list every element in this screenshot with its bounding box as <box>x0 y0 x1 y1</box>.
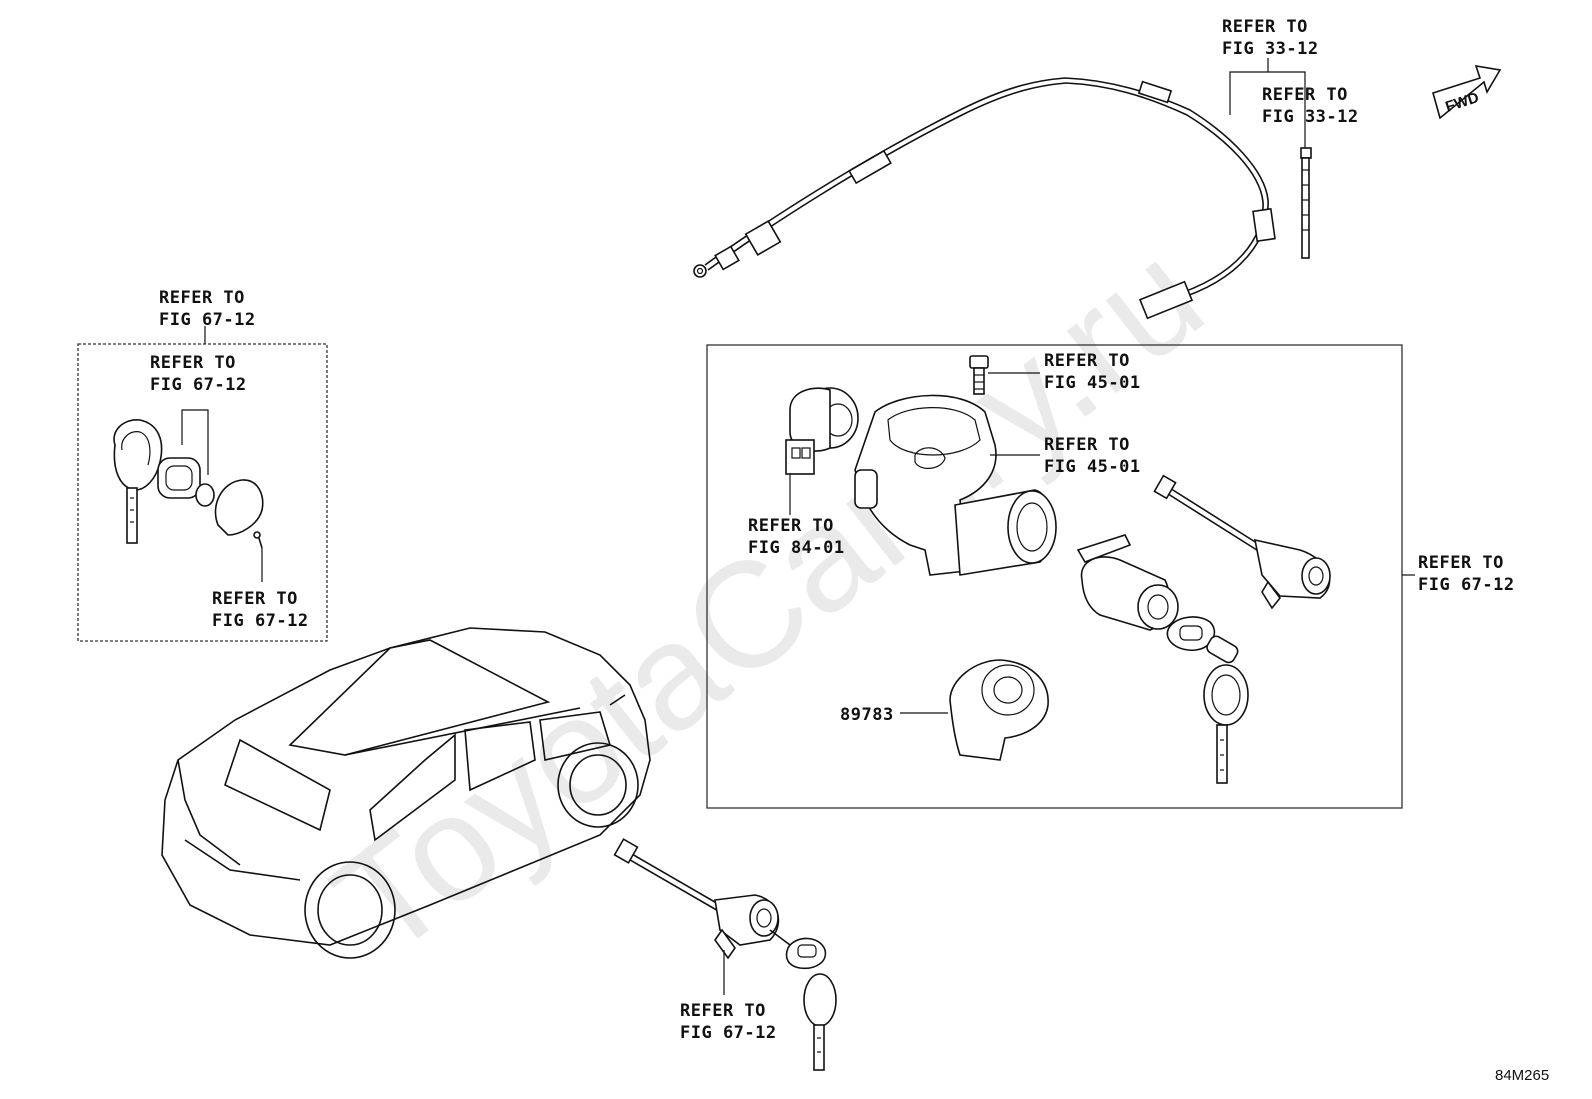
callout-key-group-line2: FIG 67-12 <box>159 310 256 330</box>
key-cover <box>214 479 264 536</box>
remote-key-fob <box>1203 664 1249 784</box>
figure-code: 84M265 <box>1495 1067 1549 1084</box>
callout-key-screw-line2: FIG 67-12 <box>212 611 309 631</box>
master-key <box>1166 616 1239 664</box>
callout-lock-set-line1: REFER TO <box>1418 553 1504 573</box>
callout-key-ring-line1: REFER TO <box>150 353 236 373</box>
transponder-key-amplifier <box>949 659 1049 761</box>
ignition-cylinder <box>1076 534 1179 631</box>
key-battery-holder <box>157 457 201 499</box>
cable-tie <box>1300 147 1312 259</box>
callout-key-ring-line2: FIG 67-12 <box>150 375 247 395</box>
callout-cable-b-line2: FIG 33-12 <box>1262 107 1359 127</box>
steering-lock-housing <box>854 394 1057 576</box>
remote-key <box>113 419 163 544</box>
door-key <box>769 929 837 1071</box>
key-o-ring <box>195 483 215 507</box>
key-group-box <box>77 343 328 642</box>
door-lock-cylinder <box>613 838 780 960</box>
key-screw <box>253 531 263 549</box>
part-number-89783: 89783 <box>840 705 894 725</box>
callout-door-lock-line2: FIG 67-12 <box>680 1023 777 1043</box>
lock-set-box <box>706 344 1403 809</box>
shift-lock-cable <box>693 77 1276 320</box>
callout-housing-line2: FIG 45-01 <box>1044 457 1141 477</box>
callout-cable-a-line1: REFER TO <box>1222 17 1308 37</box>
callout-switch-line2: FIG 84-01 <box>748 538 845 558</box>
callout-key-screw-line1: REFER TO <box>212 589 298 609</box>
callout-key-group-line1: REFER TO <box>159 288 245 308</box>
callout-bolt-line2: FIG 45-01 <box>1044 373 1141 393</box>
ignition-switch <box>785 387 859 475</box>
callout-bolt-line1: REFER TO <box>1044 351 1130 371</box>
fwd-arrow-icon: FWD <box>1432 64 1502 120</box>
callout-door-lock-line1: REFER TO <box>680 1001 766 1021</box>
door-lock-cylinder-inner <box>1153 474 1331 610</box>
callout-housing-line1: REFER TO <box>1044 435 1130 455</box>
callout-switch-line1: REFER TO <box>748 516 834 536</box>
callout-lock-set-line2: FIG 67-12 <box>1418 575 1515 595</box>
callout-cable-a-line2: FIG 33-12 <box>1222 39 1319 59</box>
bolt <box>969 355 989 395</box>
vehicle-outline <box>161 627 651 959</box>
key-ring-leader <box>181 409 209 475</box>
callout-cable-b-line1: REFER TO <box>1262 85 1348 105</box>
